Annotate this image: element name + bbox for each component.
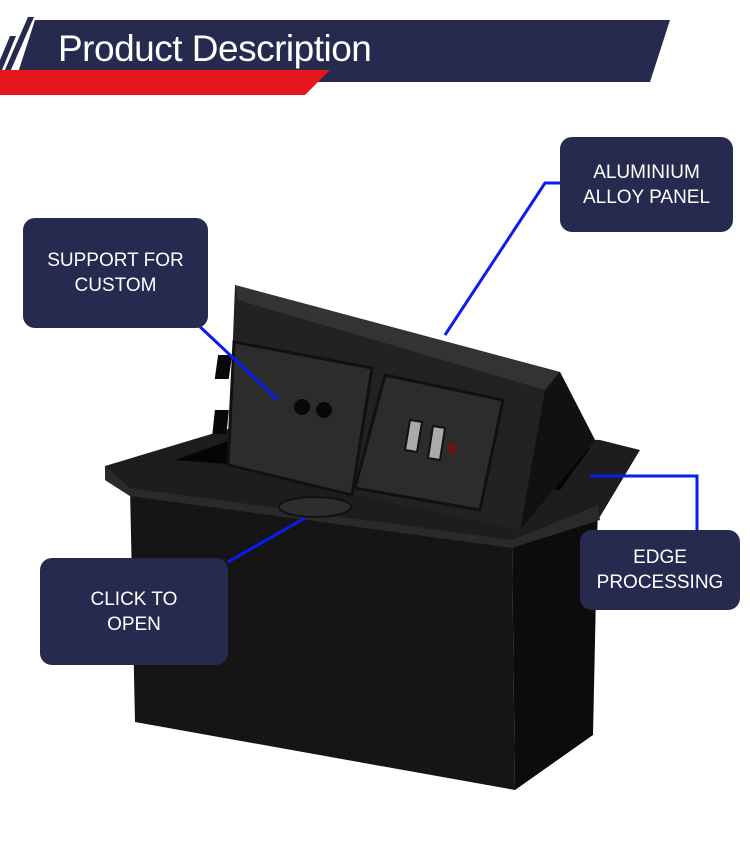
callout-text: CUSTOM bbox=[74, 275, 157, 296]
leader-line-panel bbox=[443, 181, 560, 336]
callout-text: ALLOY PANEL bbox=[582, 186, 711, 208]
callout-text: PROCESSING bbox=[596, 572, 724, 593]
page-title: Product Description bbox=[58, 28, 372, 69]
leader-line-edge bbox=[590, 474, 699, 530]
callout-edge-processing: EDGE PROCESSING bbox=[580, 530, 740, 610]
callout-aluminium-alloy-panel: ALUMINIUM ALLOY PANEL bbox=[560, 137, 733, 232]
callout-text: SUPPORT FOR bbox=[47, 250, 184, 271]
callout-text: CLICK TO bbox=[90, 588, 178, 610]
callout-click-to-open: CLICK TO OPEN bbox=[40, 558, 228, 665]
callout-text: EDGE bbox=[633, 547, 687, 568]
header-banner bbox=[0, 17, 670, 95]
callout-text: ALUMINIUM bbox=[593, 161, 700, 183]
callout-support-for-custom: SUPPORT FOR CUSTOM bbox=[23, 218, 208, 328]
leader-line-open bbox=[227, 516, 306, 564]
callout-text: OPEN bbox=[107, 613, 161, 635]
leader-line-custom bbox=[194, 321, 280, 402]
